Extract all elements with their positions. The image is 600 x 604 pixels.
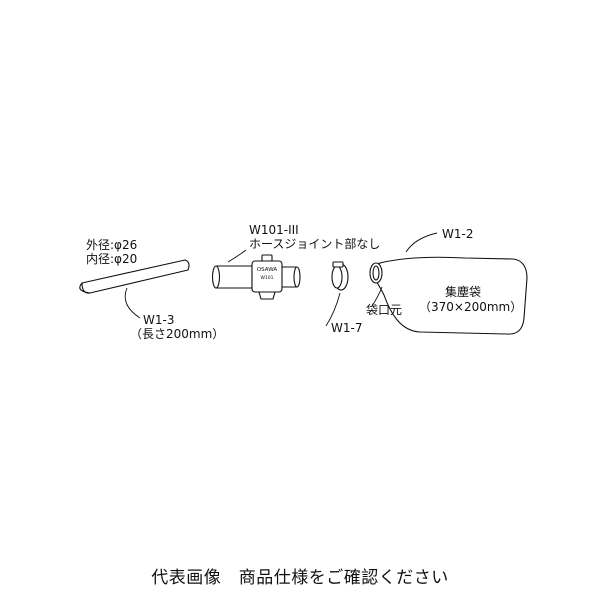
w1-3-length-label: （長さ200mm） — [130, 327, 225, 341]
w1-3-code-label: W1-3 — [143, 313, 175, 327]
leader-bag-mouth — [371, 286, 383, 307]
leader-w1-2 — [405, 232, 438, 253]
w1-2-code-label: W1-2 — [442, 227, 474, 241]
bag-mouth-label: 袋口元 — [366, 303, 403, 317]
joint-brand-text: OSAWA — [257, 267, 278, 273]
clamp-w1-7 — [331, 261, 349, 291]
dust-bag-label: 集塵袋 — [445, 285, 482, 299]
joint-w101: OSAWA W101 — [211, 254, 301, 300]
outer-diameter-label: 外径:φ26 — [86, 238, 138, 252]
bag-size-label: （370×200mm） — [419, 300, 523, 314]
w1-7-code-label: W1-7 — [331, 321, 363, 335]
dust-bag-w1-2 — [369, 256, 528, 335]
image-caption: 代表画像 商品仕様をご確認ください — [151, 568, 449, 588]
inner-diameter-label: 内径:φ20 — [86, 252, 138, 266]
w101-note-label: ホースジョイント部なし — [249, 237, 381, 251]
leader-w1-3 — [124, 287, 141, 319]
joint-model-text: W101 — [260, 275, 273, 281]
leader-w1-7 — [325, 292, 341, 327]
pipe-w1-3 — [79, 259, 190, 294]
w101-code-label: W101-III — [249, 223, 299, 237]
leader-w101 — [227, 249, 247, 263]
